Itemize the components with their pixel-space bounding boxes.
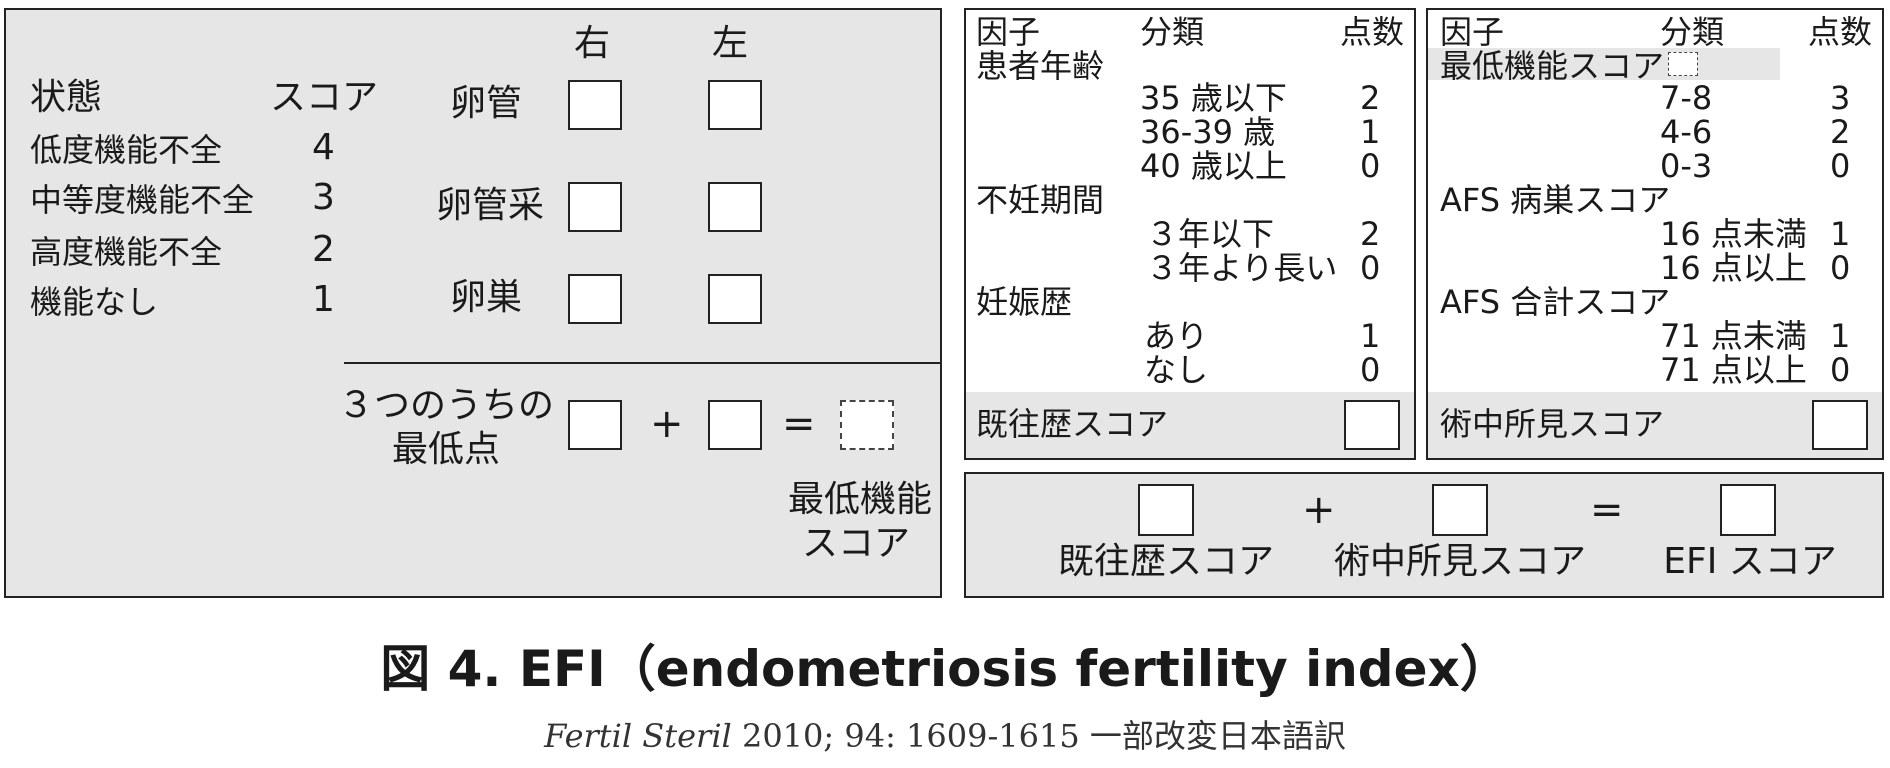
result-label-line2: スコア xyxy=(801,523,910,564)
history-option-label: なし xyxy=(1144,351,1209,389)
fimbria-left-input[interactable] xyxy=(708,182,762,232)
total-surgical-label: 術中所見スコア xyxy=(1333,541,1586,582)
total-history-label: 既往歴スコア xyxy=(1057,541,1274,582)
score-header: スコア xyxy=(270,77,379,118)
source-citation: 2010; 94: 1609-1615 一部改変日本語訳 xyxy=(731,717,1346,755)
surgical-option-points: 1 xyxy=(1830,317,1851,355)
history-option-points: 0 xyxy=(1360,249,1381,287)
ovary-left-input[interactable] xyxy=(708,274,762,324)
lowest-left-input[interactable] xyxy=(708,400,762,450)
function-level-score: 2 xyxy=(312,229,335,270)
surgical-option-label: 71 点以上 xyxy=(1660,351,1807,389)
fimbria-right-input[interactable] xyxy=(568,182,622,232)
history-factor-pregnancy: 妊娠歴 xyxy=(976,283,1073,321)
surgical-score-label: 術中所見スコア xyxy=(1440,405,1665,443)
least-function-result-input[interactable] xyxy=(840,400,894,450)
function-level-score: 1 xyxy=(312,279,335,320)
history-option-label: 36-39 歳 xyxy=(1140,113,1276,151)
history-panel xyxy=(964,8,1416,460)
function-level-label: 高度機能不全 xyxy=(30,233,223,271)
column-header-left: 左 xyxy=(712,23,749,64)
function-level-label: 低度機能不全 xyxy=(30,131,223,169)
history-option-points: 1 xyxy=(1360,113,1381,151)
history-header-factor: 因子 xyxy=(976,13,1041,51)
total-efi-label: EFI スコア xyxy=(1663,541,1837,582)
lowest-right-input[interactable] xyxy=(568,400,622,450)
source-journal: Fertil Steril xyxy=(544,717,732,755)
history-option-points: 0 xyxy=(1360,351,1381,389)
plus-sign: + xyxy=(650,401,684,447)
surgical-score-input[interactable] xyxy=(1812,400,1868,450)
surgical-highlight-band xyxy=(1428,48,1780,80)
surgical-option-label: 4-6 xyxy=(1660,113,1713,151)
organ-label-ovary: 卵巣 xyxy=(449,277,522,318)
surgical-footer-band xyxy=(1428,392,1882,458)
history-option-label: 40 歳以上 xyxy=(1140,147,1287,185)
surgical-option-points: 0 xyxy=(1830,351,1851,389)
history-score-input[interactable] xyxy=(1344,400,1400,450)
function-level-label: 中等度機能不全 xyxy=(30,181,255,219)
total-surgical-input[interactable] xyxy=(1432,484,1488,536)
surgical-option-points: 3 xyxy=(1830,79,1851,117)
function-level-label: 機能なし xyxy=(30,283,159,321)
organ-label-tube: 卵管 xyxy=(449,83,522,124)
surgical-panel xyxy=(1426,8,1884,460)
divider-line xyxy=(344,362,940,364)
history-factor-age: 患者年齢 xyxy=(976,47,1105,85)
figure-caption: 図 4. EFI（endometriosis fertility index） xyxy=(380,640,1510,698)
surgical-option-points: 0 xyxy=(1830,249,1851,287)
history-factor-infertility: 不妊期間 xyxy=(976,181,1105,219)
organ-label-fimbria: 卵管采 xyxy=(435,185,544,226)
surgical-header-points: 点数 xyxy=(1808,13,1873,51)
tube-left-input[interactable] xyxy=(708,80,762,130)
total-equals-sign: = xyxy=(1590,487,1624,533)
status-header: 状態 xyxy=(30,77,103,118)
least-function-panel xyxy=(4,8,942,598)
history-option-label: ３年より長い xyxy=(1146,249,1338,287)
lowest-label-line2: 最低点 xyxy=(391,429,500,470)
surgical-factor-afs-total: AFS 合計スコア xyxy=(1440,283,1671,321)
surgical-header-category: 分類 xyxy=(1660,13,1725,51)
surgical-option-points: 0 xyxy=(1830,147,1851,185)
surgical-option-points: 2 xyxy=(1830,113,1851,151)
surgical-option-label: 7-8 xyxy=(1660,79,1713,117)
surgical-option-label: 0-3 xyxy=(1660,147,1713,185)
figure-source: Fertil Steril 2010; 94: 1609-1615 一部改変日本… xyxy=(0,720,1890,752)
total-plus-sign: + xyxy=(1302,487,1336,533)
surgical-factor-least-function: 最低機能スコア xyxy=(1440,47,1665,85)
lowest-label-line1: ３つのうちの xyxy=(337,385,554,426)
history-header-category: 分類 xyxy=(1140,13,1205,51)
surgical-option-label: 16 点未満 xyxy=(1660,215,1807,253)
history-option-points: 0 xyxy=(1360,147,1381,185)
surgical-factor-afs-lesion: AFS 病巣スコア xyxy=(1440,181,1671,219)
efi-score-input[interactable] xyxy=(1720,484,1776,536)
surgical-option-points: 1 xyxy=(1830,215,1851,253)
surgical-option-label: 71 点未満 xyxy=(1660,317,1807,355)
ovary-right-input[interactable] xyxy=(568,274,622,324)
tube-right-input[interactable] xyxy=(568,80,622,130)
total-history-input[interactable] xyxy=(1138,484,1194,536)
equals-sign: = xyxy=(782,401,816,447)
history-header-points: 点数 xyxy=(1340,13,1405,51)
history-option-points: 1 xyxy=(1360,317,1381,355)
history-option-label: ３年以下 xyxy=(1146,215,1275,253)
history-score-label: 既往歴スコア xyxy=(976,405,1169,443)
column-header-right: 右 xyxy=(574,23,611,64)
history-option-points: 2 xyxy=(1360,215,1381,253)
function-level-score: 4 xyxy=(312,127,335,168)
history-option-points: 2 xyxy=(1360,79,1381,117)
history-option-label: あり xyxy=(1144,317,1209,355)
least-function-ref-box xyxy=(1668,52,1698,76)
history-footer-band xyxy=(966,392,1414,458)
surgical-option-label: 16 点以上 xyxy=(1660,249,1807,287)
history-option-label: 35 歳以下 xyxy=(1140,79,1287,117)
result-label-line1: 最低機能 xyxy=(787,479,932,520)
function-level-score: 3 xyxy=(312,177,335,218)
surgical-header-factor: 因子 xyxy=(1440,13,1505,51)
